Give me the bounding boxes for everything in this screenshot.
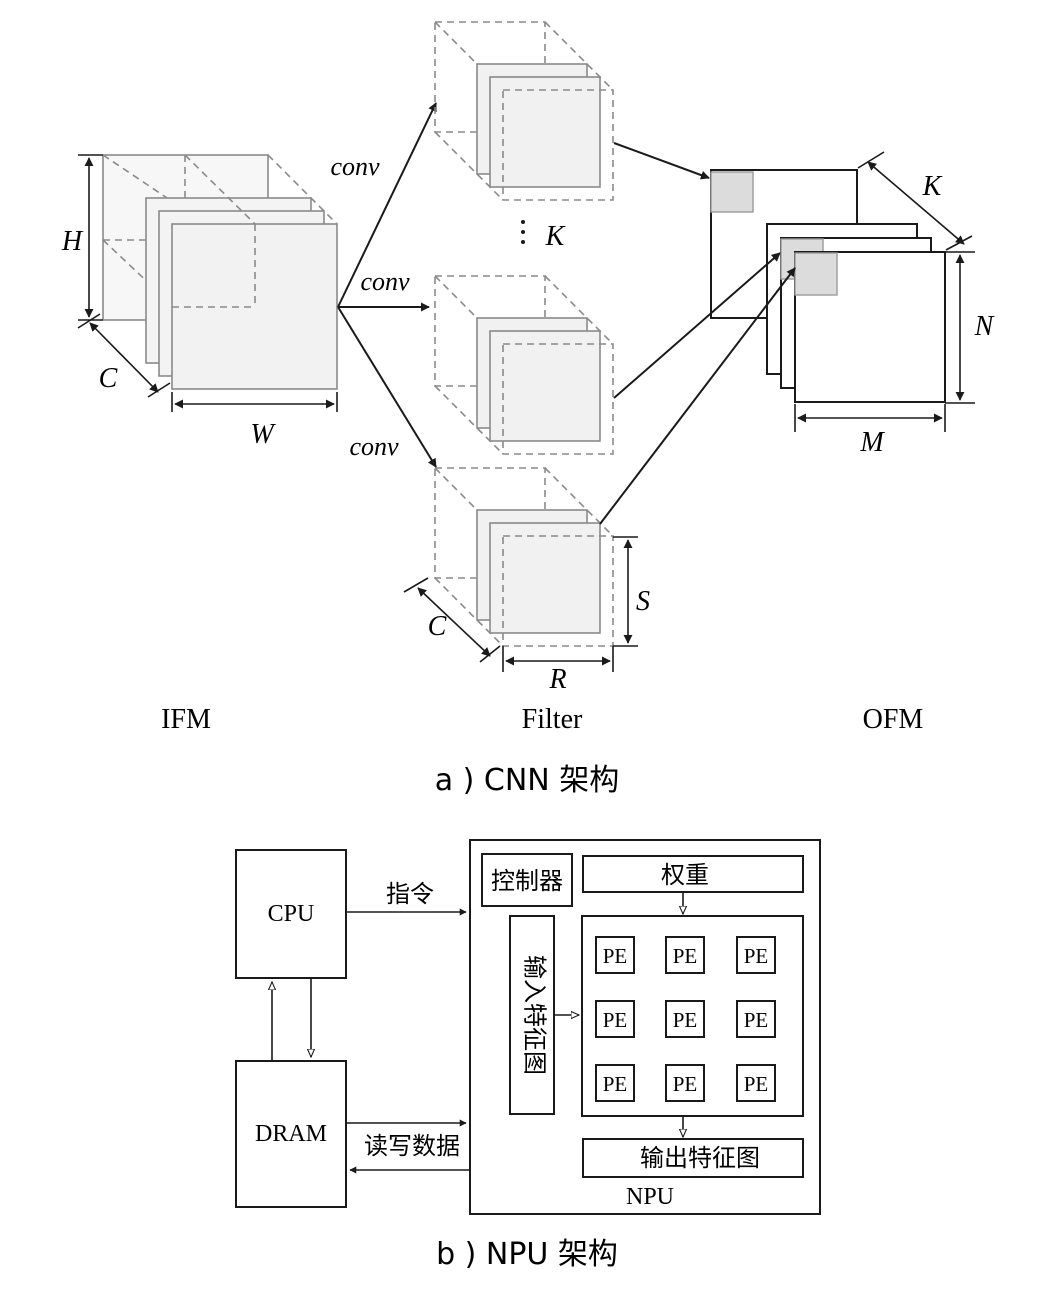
pe-label: PE: [603, 944, 628, 968]
conv-arrows: conv conv conv: [330, 102, 437, 468]
ofm-highlight-3: [794, 252, 838, 296]
instruction-label: 指令: [386, 881, 434, 908]
caption-a: a ) CNN 架构: [435, 763, 620, 798]
pe-cell: [665, 936, 705, 974]
cpu-block: [235, 849, 347, 979]
dim-c2-label: C: [428, 611, 447, 642]
conv-label-1: conv: [330, 152, 380, 181]
filter1-plane-3: [489, 76, 601, 188]
filter2-back: [434, 275, 546, 387]
pe-label: PE: [673, 1072, 698, 1096]
dim-m-label: M: [859, 427, 885, 458]
filter-dimensions: S R C: [403, 536, 650, 695]
pe-cell: [595, 936, 635, 974]
rw-data-label: 读写数据: [364, 1133, 460, 1160]
filter1-front: [502, 89, 614, 201]
pe-label: PE: [673, 944, 698, 968]
ofm-dimensions: K N M: [794, 151, 995, 458]
ifm-dimensions: H C W: [61, 154, 338, 450]
pe-cell: [736, 1000, 776, 1038]
pe-cell: [665, 1064, 705, 1102]
filter-count-k-label: K: [545, 221, 566, 252]
ofm-stack: [710, 169, 946, 403]
filter-stack-2: [434, 275, 614, 455]
output-feature-map-block: [582, 1138, 804, 1178]
filter-stack-3: [434, 467, 614, 647]
npu-label: NPU: [626, 1184, 674, 1210]
cnn-diagram: H C W conv conv conv K: [61, 21, 995, 798]
filter2-front: [502, 343, 614, 455]
filter3-front: [502, 535, 614, 647]
ofm-highlight-1: [710, 171, 754, 213]
filter3-plane-3: [489, 522, 601, 634]
input-feature-map-block: [509, 915, 555, 1115]
pe-label: PE: [744, 1072, 769, 1096]
pe-label: PE: [744, 944, 769, 968]
pe-label: PE: [744, 1008, 769, 1032]
dram-label: DRAM: [255, 1121, 327, 1147]
ifm-stack: [102, 154, 338, 390]
dim-c-label: C: [99, 363, 118, 394]
filter-to-ofm-arrows: [599, 142, 796, 525]
pe-cell: [595, 1064, 635, 1102]
ifm-label: IFM: [161, 704, 211, 735]
controller-block: [481, 853, 573, 907]
dim-s-label: S: [636, 586, 650, 617]
dim-r-label: R: [548, 664, 566, 695]
pe-cell: [736, 1064, 776, 1102]
input-feature-map-label: 输入特征图: [520, 955, 547, 1075]
conv-label-2: conv: [360, 267, 410, 296]
dim-k-label: K: [922, 171, 943, 202]
filter-label: Filter: [522, 704, 583, 735]
dim-w-label: W: [250, 419, 276, 450]
pe-cell: [736, 936, 776, 974]
pe-cell: [595, 1000, 635, 1038]
pe-label: PE: [603, 1008, 628, 1032]
filter-stack-1: [434, 21, 614, 201]
conv-label-3: conv: [349, 432, 399, 461]
pe-grid: PE PE PE PE PE PE PE PE PE: [595, 936, 776, 1102]
filter3-back: [434, 467, 546, 579]
dim-h-label: H: [61, 226, 84, 257]
dim-n-label: N: [974, 311, 995, 342]
controller-label: 控制器: [491, 868, 563, 895]
filter2-plane-3: [489, 330, 601, 442]
pe-cell: [665, 1000, 705, 1038]
cpu-label: CPU: [268, 901, 315, 927]
dram-block: [235, 1060, 347, 1208]
weights-label: 权重: [661, 862, 709, 889]
filter-ellipsis: K: [521, 220, 566, 252]
pe-label: PE: [673, 1008, 698, 1032]
filter1-back: [434, 21, 546, 133]
output-feature-map-label: 输出特征图: [640, 1145, 760, 1172]
weights-block: [582, 855, 804, 893]
caption-b: b ) NPU 架构: [436, 1237, 618, 1272]
pe-label: PE: [603, 1072, 628, 1096]
ofm-label: OFM: [863, 704, 924, 735]
